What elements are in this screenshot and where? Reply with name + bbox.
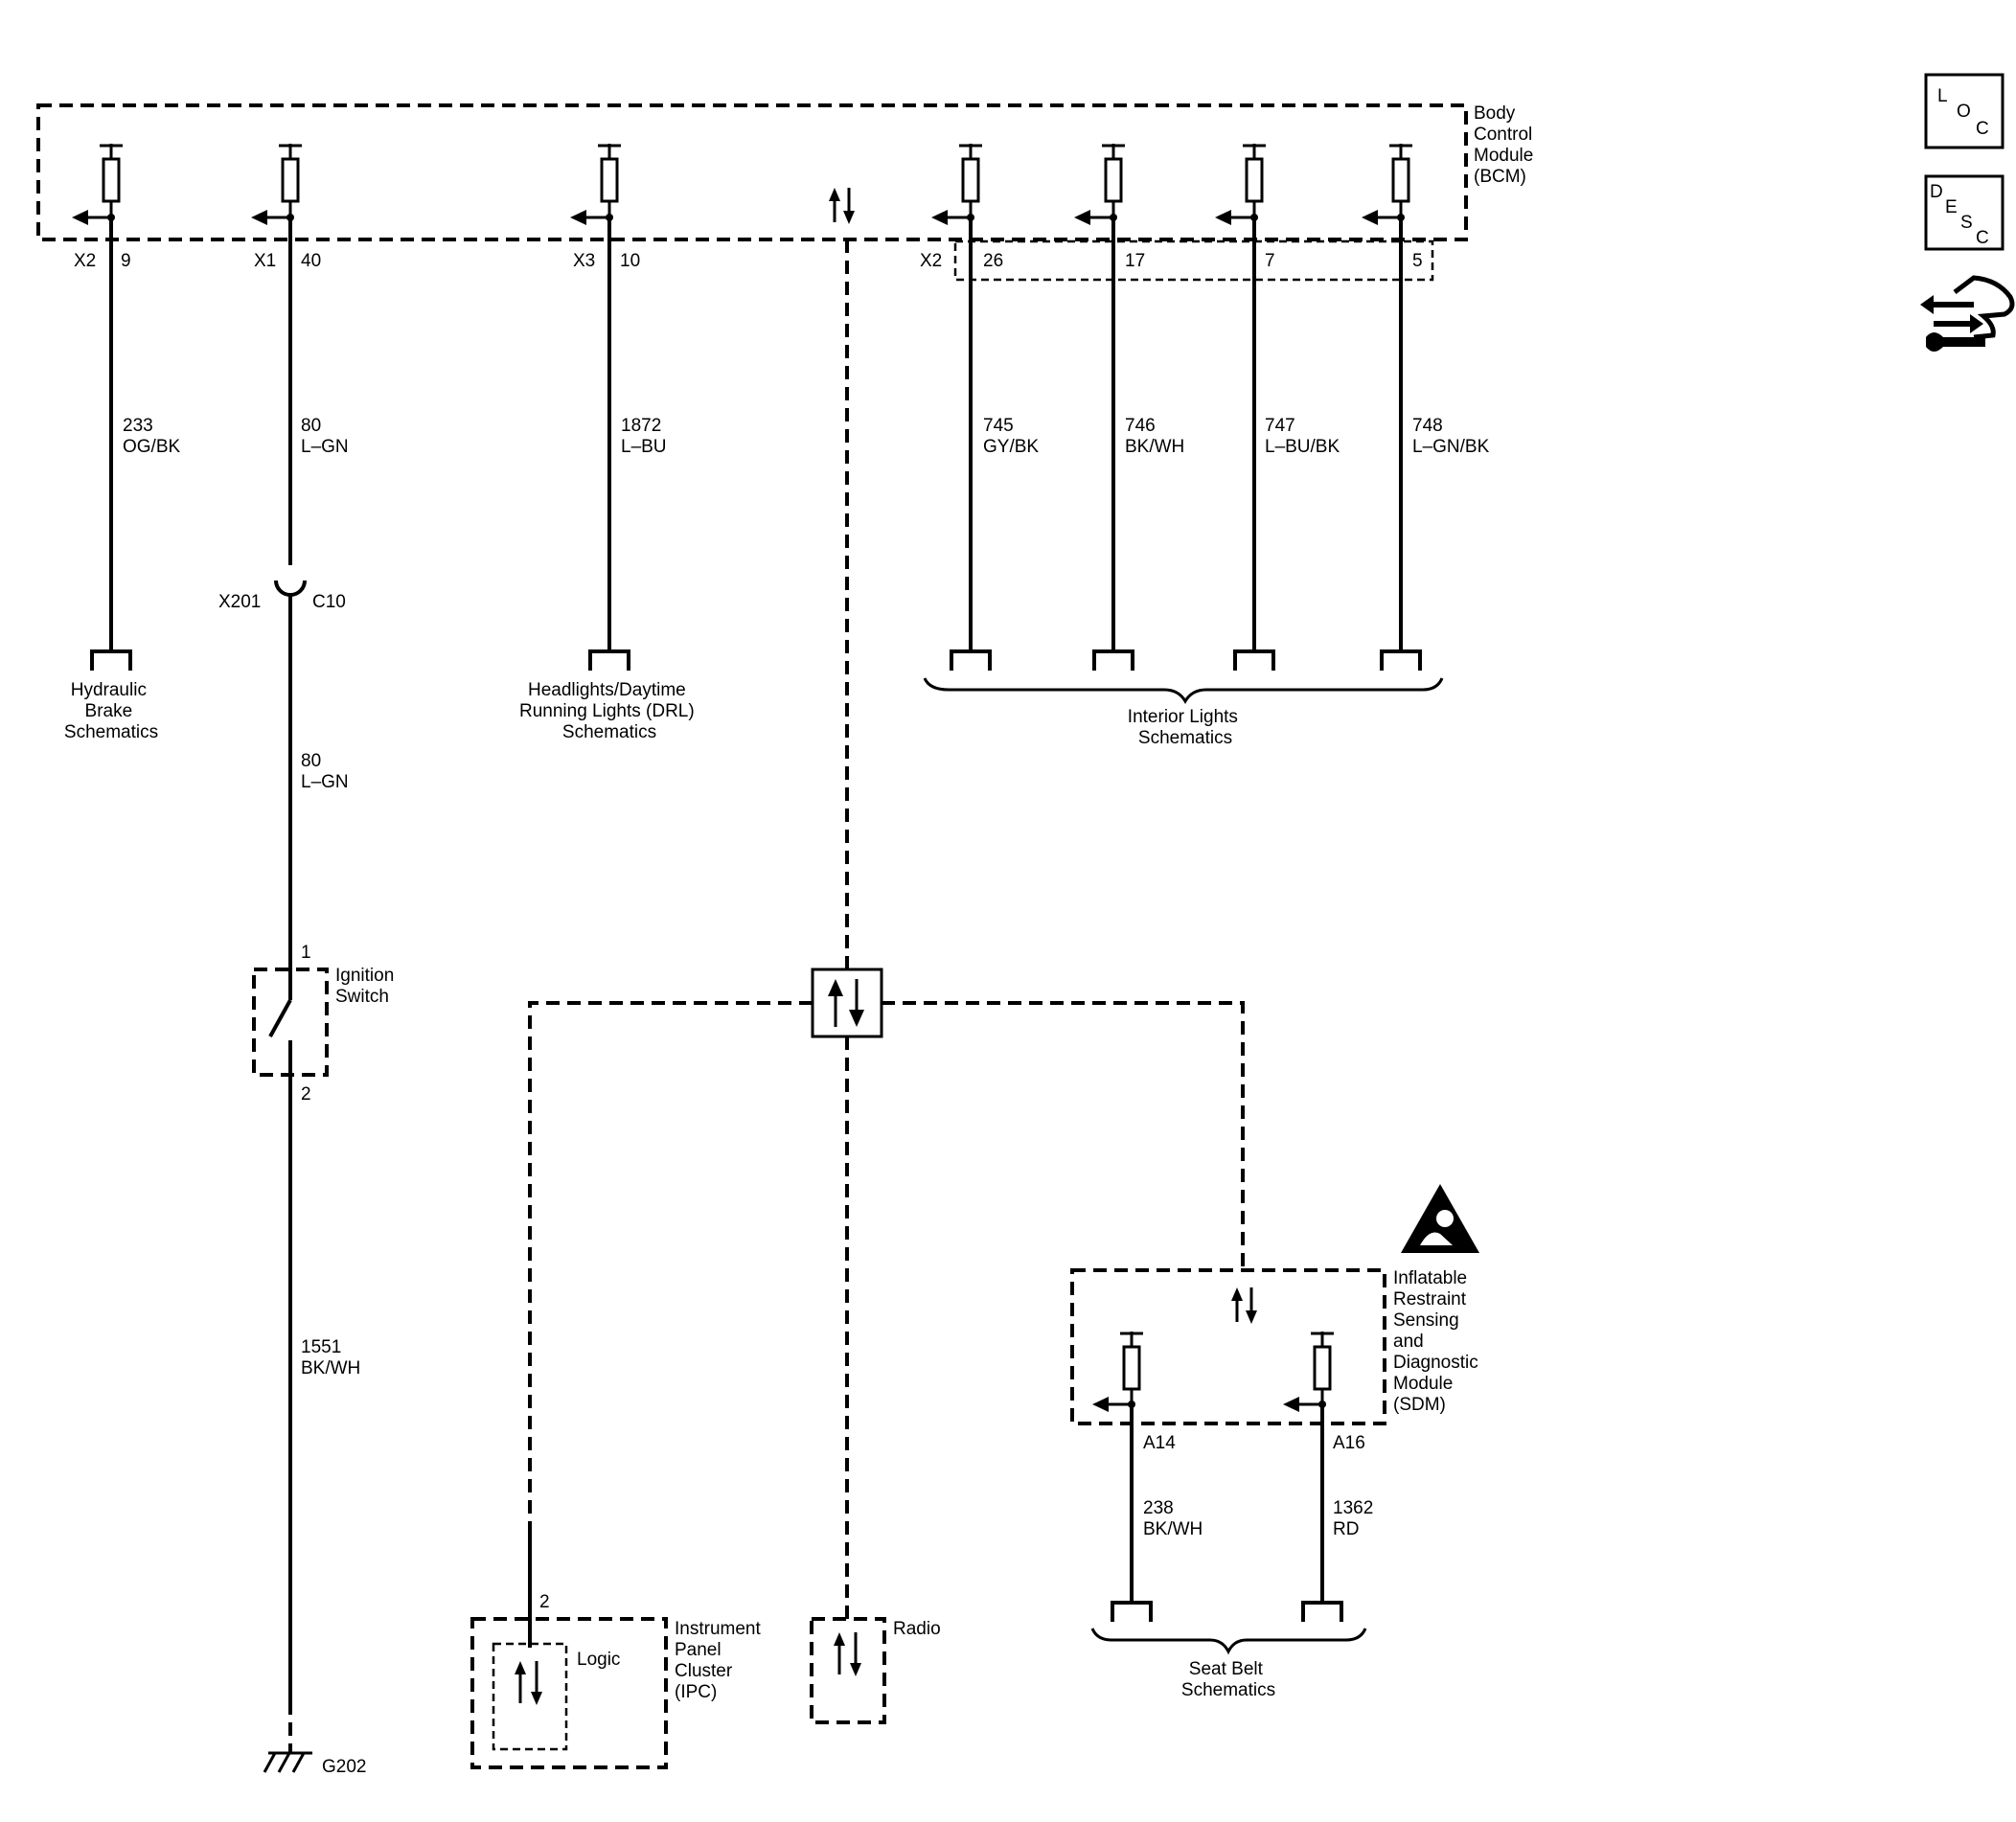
circuit-745-pin: 26 — [983, 251, 1003, 271]
seat-belt-brace — [1090, 1628, 1367, 1655]
loc-icon[interactable]: L O C — [1924, 73, 2005, 149]
ignition-switch-pin-1: 1 — [301, 943, 311, 963]
circuit-747-wire — [1215, 144, 1275, 671]
serial-data-ipc-branch — [528, 1001, 813, 1533]
inline-connector-cavity: C10 — [312, 592, 346, 612]
destination-hydraulic-brake: Hydraulic Brake Schematics — [64, 680, 158, 742]
ipc-label: Instrument Panel Cluster (IPC) — [675, 1619, 766, 1702]
bcm-x2-connector-region — [953, 239, 1434, 282]
ground-name: G202 — [322, 1757, 366, 1777]
circuit-1362-pin: A16 — [1333, 1433, 1365, 1453]
connector-repair-icon[interactable] — [1920, 275, 2015, 352]
circuit-745-wire — [931, 144, 992, 671]
destination-seat-belt: Seat Belt Schematics — [1181, 1659, 1275, 1700]
ipc-module — [470, 1533, 668, 1769]
svg-text:E: E — [1945, 197, 1958, 217]
circuit-238-number: 238 — [1143, 1498, 1174, 1518]
circuit-748-wire — [1362, 144, 1422, 671]
circuit-238-wire — [1111, 1404, 1153, 1622]
svg-text:C: C — [1976, 119, 1989, 139]
circuit-746-pin: 17 — [1125, 251, 1145, 271]
ignition-switch-pin-2: 2 — [301, 1084, 311, 1105]
circuit-1872-wire — [570, 144, 630, 671]
destination-headlights-drl: Headlights/Daytime Running Lights (DRL) … — [519, 680, 699, 742]
ipc-serial-data-arrows-icon — [515, 1661, 542, 1705]
circuit-1872-pin: 10 — [620, 251, 640, 271]
circuit-747-color: L–BU/BK — [1265, 437, 1340, 457]
svg-text:D: D — [1930, 182, 1943, 202]
circuit-748-pin: 5 — [1412, 251, 1423, 271]
circuit-238-pin: A14 — [1143, 1433, 1176, 1453]
circuit-1551-color: BK/WH — [301, 1358, 360, 1378]
circuit-233-number: 233 — [123, 416, 153, 436]
circuit-238-color: BK/WH — [1143, 1519, 1203, 1539]
circuit-747-number: 747 — [1265, 416, 1295, 436]
circuit-1362-color: RD — [1333, 1519, 1359, 1539]
ignition-switch — [252, 968, 329, 1082]
interior-lights-brace — [923, 677, 1444, 704]
circuit-1872-connector: X3 — [573, 251, 595, 271]
sdm-label: Inflatable Restraint Sensing and Diagnos… — [1393, 1268, 1483, 1415]
radio-module — [810, 1617, 886, 1724]
bcm-module: Body Control Module (BCM) — [36, 103, 1539, 282]
inline-connector-name: X201 — [218, 592, 261, 612]
circuit-746-number: 746 — [1125, 416, 1156, 436]
ground-icon — [263, 1751, 312, 1773]
circuit-1362-number: 1362 — [1333, 1498, 1373, 1518]
circuit-233-connector: X2 — [74, 251, 96, 271]
circuit-746-color: BK/WH — [1125, 437, 1184, 457]
ipc-pin: 2 — [539, 1592, 550, 1612]
circuit-745-connector: X2 — [920, 251, 942, 271]
serial-data-sdm-branch — [882, 1001, 1245, 1270]
destination-interior-lights: Interior Lights Schematics — [1128, 707, 1243, 748]
circuit-747-pin: 7 — [1265, 251, 1275, 271]
circuit-1551-number: 1551 — [301, 1337, 341, 1357]
svg-text:S: S — [1960, 213, 1973, 233]
circuit-745-color: GY/BK — [983, 437, 1039, 457]
radio-label: Radio — [893, 1619, 941, 1639]
circuit-748-number: 748 — [1412, 416, 1443, 436]
svg-text:L: L — [1937, 86, 1948, 106]
circuit-80-lower-number: 80 — [301, 751, 321, 771]
radio-serial-data-arrows-icon — [834, 1632, 861, 1676]
circuit-80-wire — [251, 144, 307, 972]
circuit-80-connector: X1 — [254, 251, 276, 271]
svg-text:O: O — [1957, 102, 1971, 122]
circuit-80-number: 80 — [301, 416, 321, 436]
serial-data-splice — [811, 968, 883, 1038]
airbag-warning-icon — [1401, 1184, 1479, 1253]
circuit-1872-color: L–BU — [621, 437, 667, 457]
svg-text:C: C — [1976, 228, 1989, 248]
circuit-233-pin: 9 — [121, 251, 131, 271]
desc-icon[interactable]: D E S C — [1924, 174, 2005, 251]
circuit-745-number: 745 — [983, 416, 1014, 436]
circuit-746-wire — [1074, 144, 1134, 671]
bcm-label: Body Control Module (BCM) — [1474, 103, 1539, 187]
ignition-switch-label: Ignition Switch — [335, 966, 400, 1007]
circuit-80-pin: 40 — [301, 251, 321, 271]
circuit-1872-number: 1872 — [621, 416, 661, 436]
circuit-233-color: OG/BK — [123, 437, 181, 457]
bcm-serial-data-arrows-icon — [829, 188, 855, 224]
circuit-80-color: L–GN — [301, 437, 349, 457]
circuit-748-color: L–GN/BK — [1412, 437, 1490, 457]
circuit-233-wire — [72, 144, 132, 671]
circuit-1362-wire — [1301, 1404, 1343, 1622]
sdm-module — [1070, 1268, 1386, 1425]
sdm-serial-data-arrows-icon — [1231, 1287, 1257, 1324]
ipc-logic-label: Logic — [577, 1650, 620, 1670]
circuit-80-lower-color: L–GN — [301, 772, 349, 792]
